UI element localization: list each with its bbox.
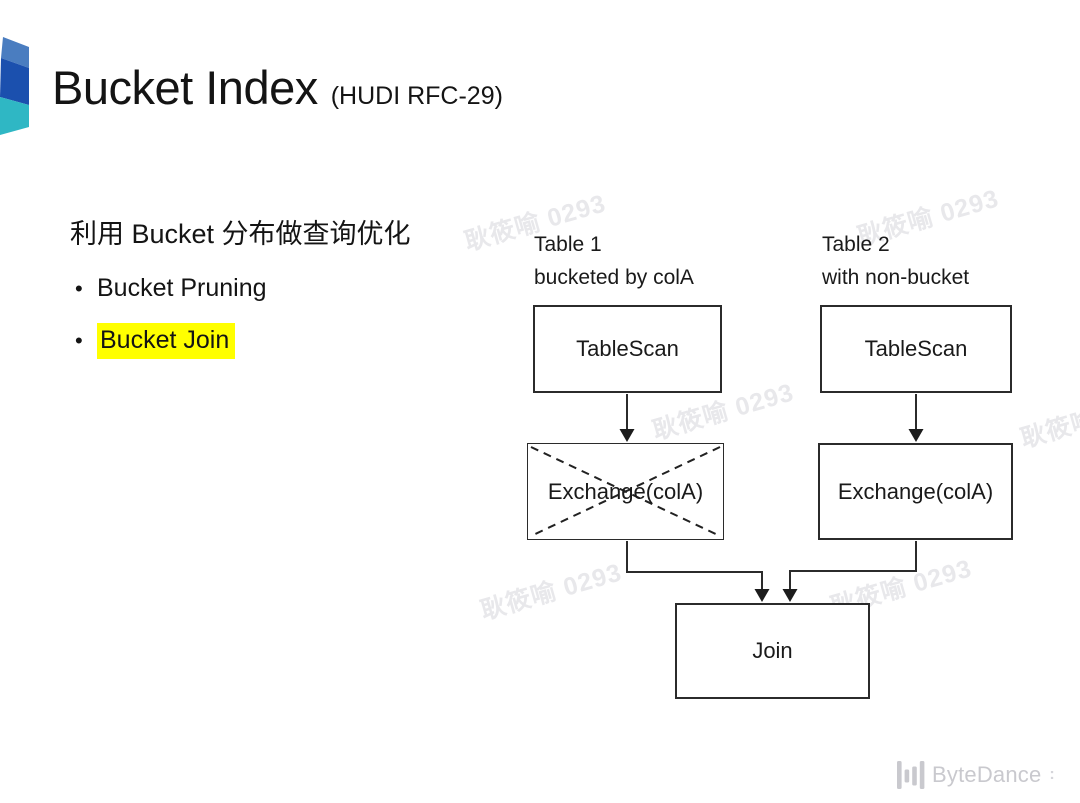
table1-label-line1: Table 1 — [534, 233, 602, 256]
title-row: Bucket Index (HUDI RFC-29) — [52, 60, 503, 115]
node-join: Join — [675, 603, 870, 699]
table2-label-line2: with non-bucket — [822, 266, 970, 289]
footer-cutoff-mark: : — [1049, 766, 1055, 783]
bullet-label-highlighted: Bucket Join — [97, 323, 236, 359]
node-exchange-crossed-out: Exchange(colA) — [527, 443, 724, 540]
node-label: Exchange(colA) — [547, 478, 704, 504]
corner-brand-logo-icon — [0, 37, 29, 135]
node-exchange-table2: Exchange(colA) — [818, 443, 1013, 540]
table1-label: Table 1 bucketed by colA — [534, 228, 694, 294]
table2-label: Table 2 with non-bucket — [822, 228, 969, 294]
node-tablescan-table2: TableScan — [820, 305, 1012, 393]
node-label: TableScan — [864, 336, 968, 361]
bytedance-bars-icon — [897, 761, 925, 789]
node-tablescan-table1: TableScan — [533, 305, 722, 393]
node-label: TableScan — [576, 336, 679, 361]
bullet-item-bucket-pruning: • Bucket Pruning — [75, 274, 267, 303]
bullet-label: Bucket Pruning — [97, 274, 267, 302]
watermark: 耿筱喻 0293 — [477, 558, 626, 626]
section-heading: 利用 Bucket 分布做查询优化 — [70, 219, 411, 249]
table1-label-line2: bucketed by colA — [534, 266, 694, 289]
bullet-item-bucket-join: • Bucket Join — [75, 323, 236, 359]
node-label: Exchange(colA) — [837, 478, 994, 504]
crossed-out-x-icon — [528, 444, 723, 539]
page-title-suffix: (HUDI RFC-29) — [330, 82, 503, 110]
bullet-dot-icon: • — [75, 275, 83, 301]
watermark: 耿筱喻 0293 — [1017, 386, 1080, 454]
bytedance-wordmark: ByteDance — [932, 762, 1042, 787]
table2-label-line1: Table 2 — [822, 233, 890, 256]
page-title: Bucket Index — [52, 61, 318, 114]
footer-brand: ByteDance : — [897, 760, 1055, 790]
bullet-dot-icon: • — [75, 328, 83, 353]
node-label: Join — [752, 638, 793, 663]
